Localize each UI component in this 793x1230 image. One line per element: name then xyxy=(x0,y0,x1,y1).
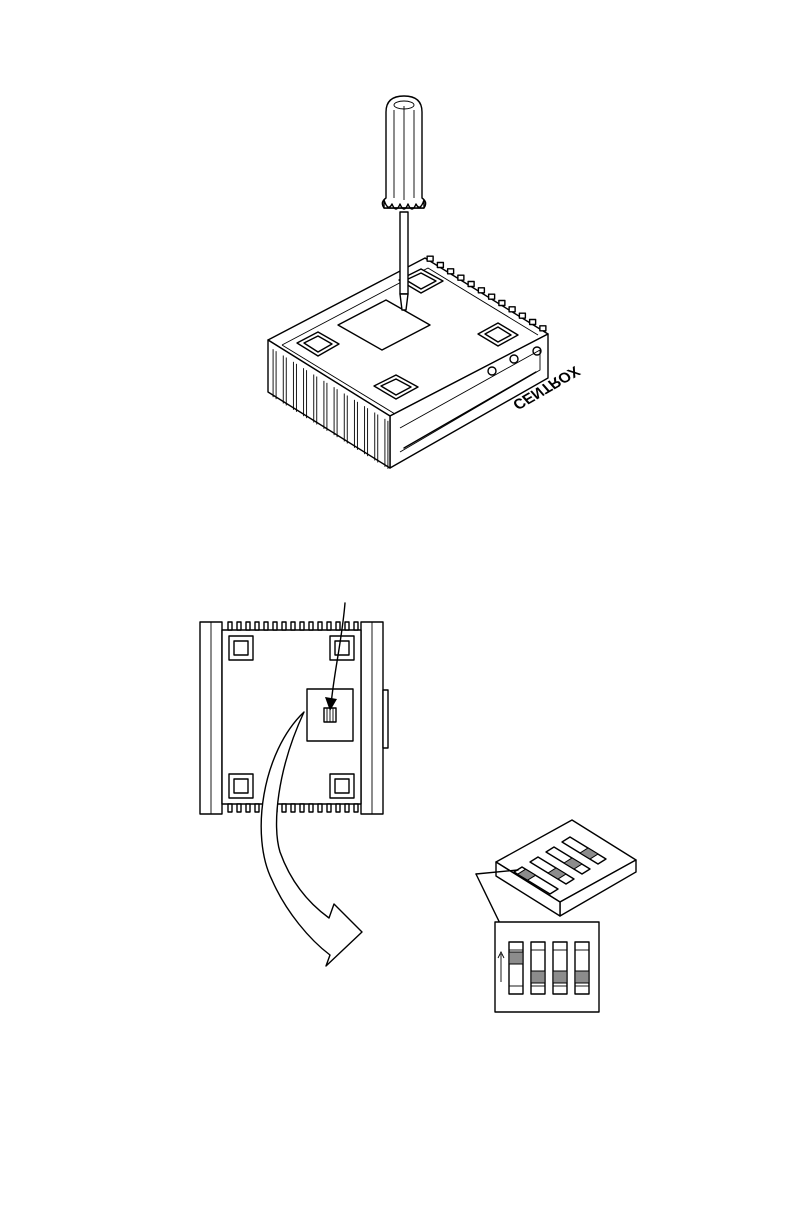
device-bottom-view xyxy=(200,603,388,814)
connector-tab xyxy=(383,690,388,748)
switch-actuator xyxy=(553,971,567,983)
fin-teeth-bottom xyxy=(228,804,358,812)
rubber-foot xyxy=(229,774,253,798)
device-isometric-view: CENTROX xyxy=(268,256,583,469)
switch-actuator xyxy=(509,952,523,964)
switch-actuator xyxy=(531,971,545,983)
rubber-foot xyxy=(330,774,354,798)
dip-switch-detail xyxy=(495,922,599,1012)
rubber-foot xyxy=(229,636,253,660)
fin-teeth-top xyxy=(228,622,358,630)
switch-actuator xyxy=(575,971,589,983)
dip-switch-isometric xyxy=(496,820,636,916)
rubber-foot xyxy=(330,636,354,660)
